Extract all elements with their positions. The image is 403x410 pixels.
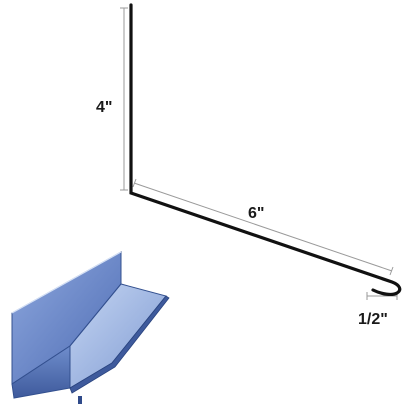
height-label: 4" bbox=[96, 99, 112, 116]
height-dimension bbox=[120, 7, 128, 191]
flashing-profile-line bbox=[129, 3, 402, 297]
flashing-hem-edge bbox=[69, 295, 170, 394]
width-label: 6" bbox=[248, 205, 264, 222]
flashing-notch bbox=[78, 396, 82, 404]
flashing-3d-illustration bbox=[11, 251, 170, 404]
profile-drawing: 4" 6" 1/2" bbox=[96, 3, 402, 328]
hem-label: 1/2" bbox=[358, 311, 388, 328]
width-dimension bbox=[132, 178, 394, 276]
